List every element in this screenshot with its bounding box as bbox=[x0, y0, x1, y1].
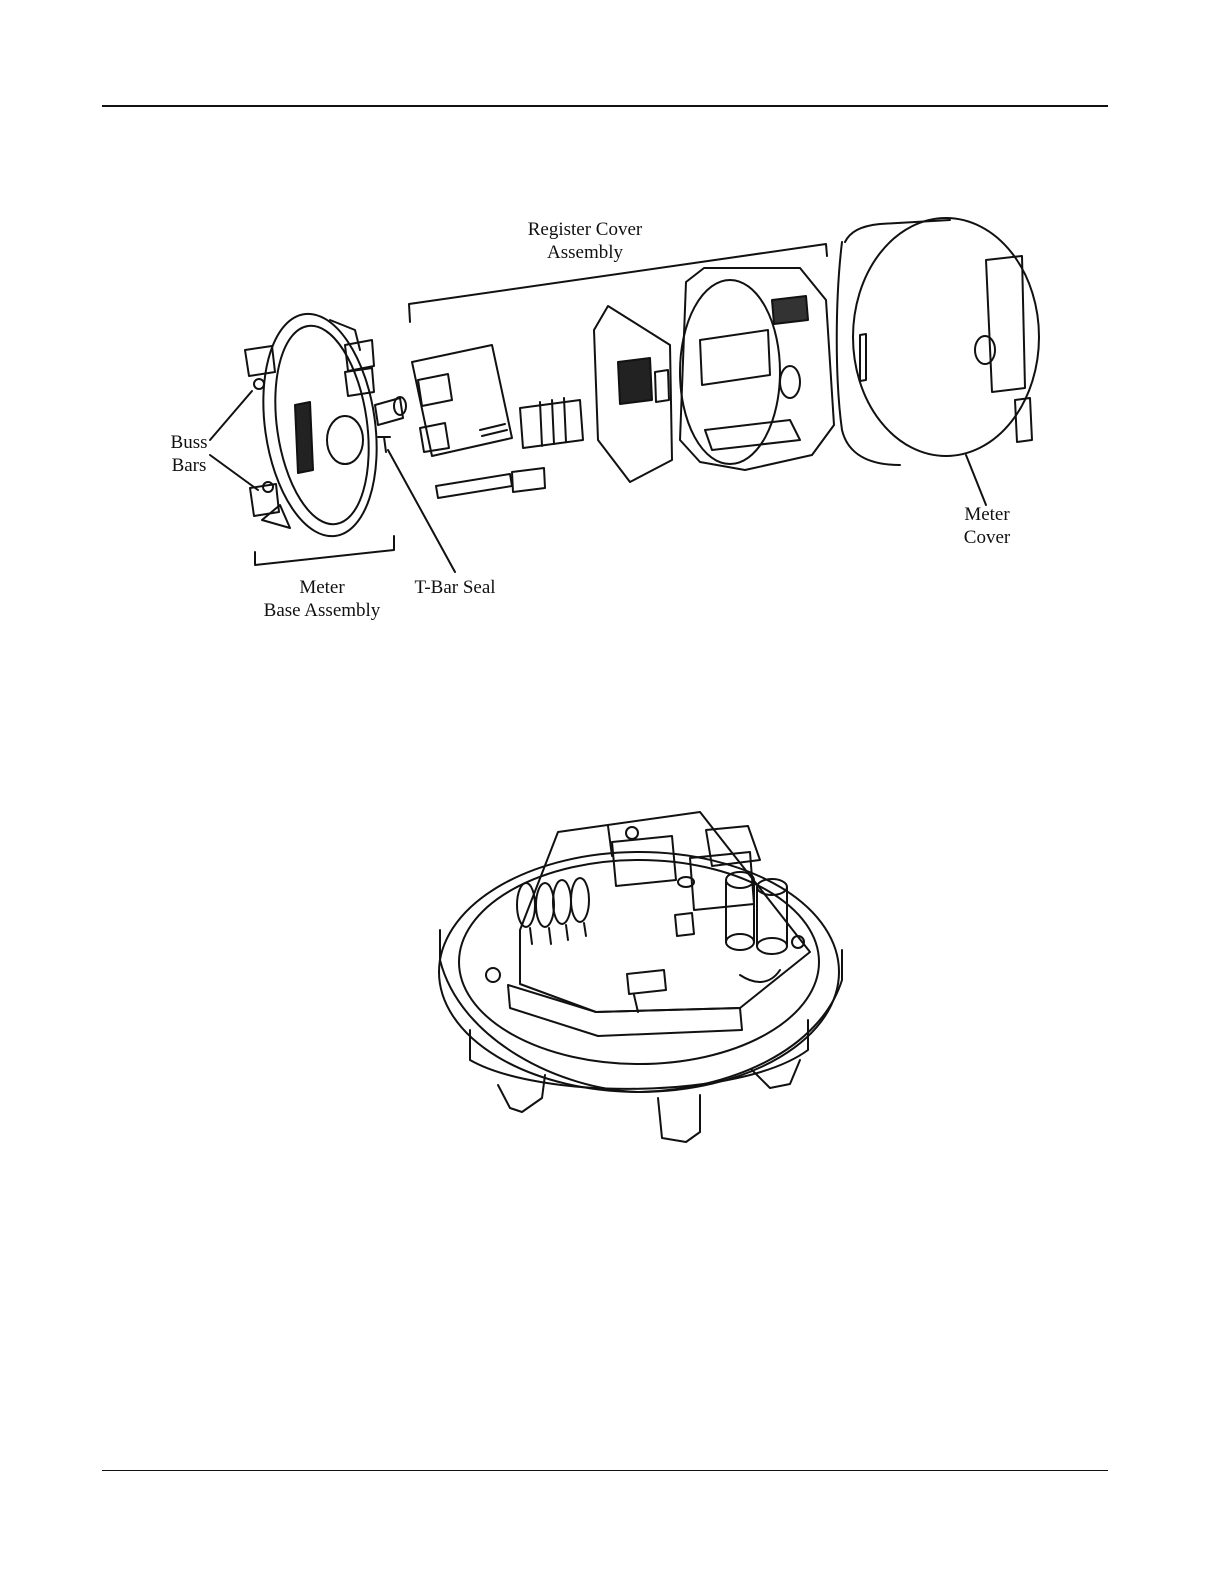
footer-rule bbox=[102, 1470, 1108, 1471]
